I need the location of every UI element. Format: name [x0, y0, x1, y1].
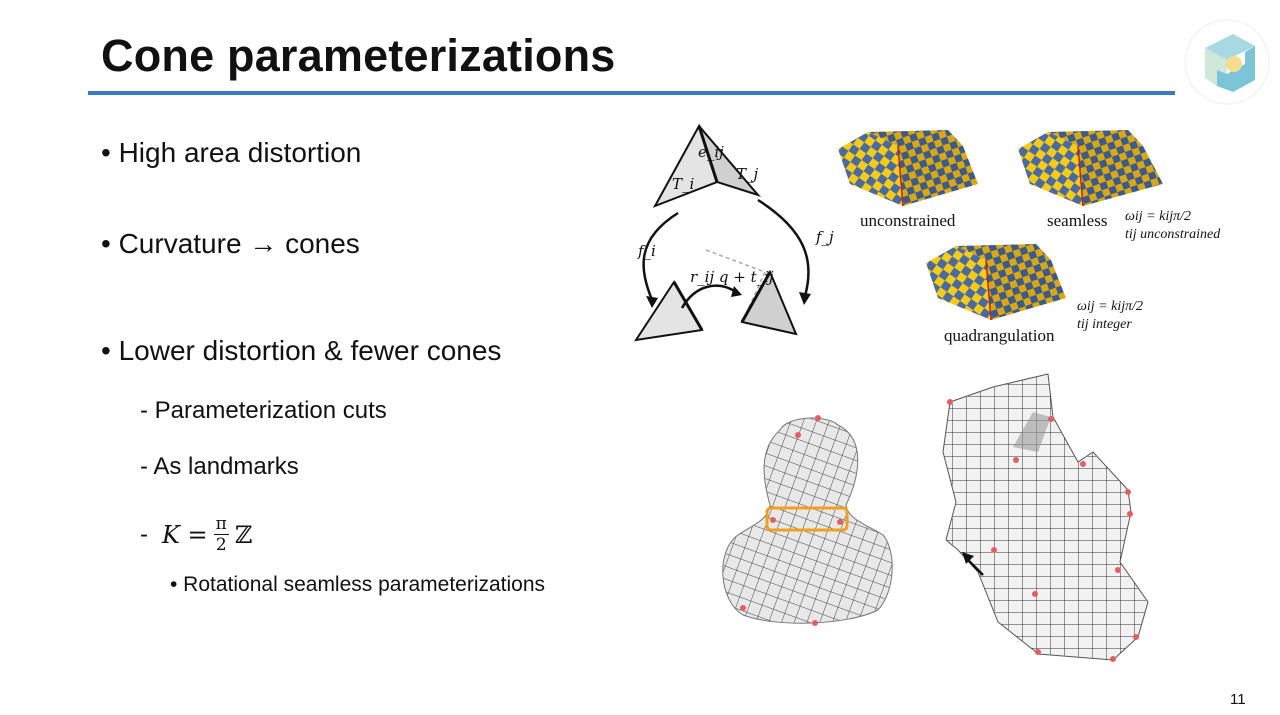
highlight-box: [765, 506, 849, 532]
label-tj: T_j: [736, 165, 759, 183]
arrow-fi: [642, 211, 679, 301]
sub-bullet-formula: - K = π 2 ℤ: [140, 514, 253, 555]
caption-quadrangulation: quadrangulation: [944, 326, 1055, 345]
triangle-transition-diagram: [633, 123, 811, 342]
logo-icon: [1184, 19, 1270, 105]
page-number: 11: [1230, 691, 1246, 708]
caption-seamless: seamless: [1047, 211, 1108, 230]
bullet-high-area-distortion: • High area distortion: [101, 137, 362, 168]
sub-bullet-cuts: - Parameterization cuts: [140, 397, 387, 424]
arrow-fj: [757, 198, 810, 297]
checker-quadrangulation-image: [926, 244, 1066, 321]
sub-bullet-landmarks: - As landmarks: [140, 453, 299, 480]
flattened-mesh-image: [942, 373, 1149, 662]
label-transform: r_ij q + t_ij: [690, 268, 774, 286]
vase-mesh-image: [722, 415, 893, 626]
slide-title: Cone parameterizations: [101, 30, 616, 81]
label-eij: e_ij: [698, 143, 724, 161]
sub-sub-bullet-rotational: • Rotational seamless parameterizations: [170, 573, 546, 596]
fraction: π 2: [213, 514, 229, 555]
label-fi: f_i: [638, 242, 656, 260]
caption-unconstrained: unconstrained: [860, 211, 956, 230]
label-ti: T_i: [672, 175, 695, 193]
title-underline: [88, 91, 1175, 95]
checker-unconstrained-image: [838, 130, 978, 207]
bullet-lower-distortion: • Lower distortion & fewer cones: [101, 335, 502, 366]
label-fj: f_j: [816, 228, 834, 246]
checker-seamless-image: [1018, 130, 1163, 207]
bullet-curvature-cones: • Curvature → cones: [101, 228, 360, 259]
